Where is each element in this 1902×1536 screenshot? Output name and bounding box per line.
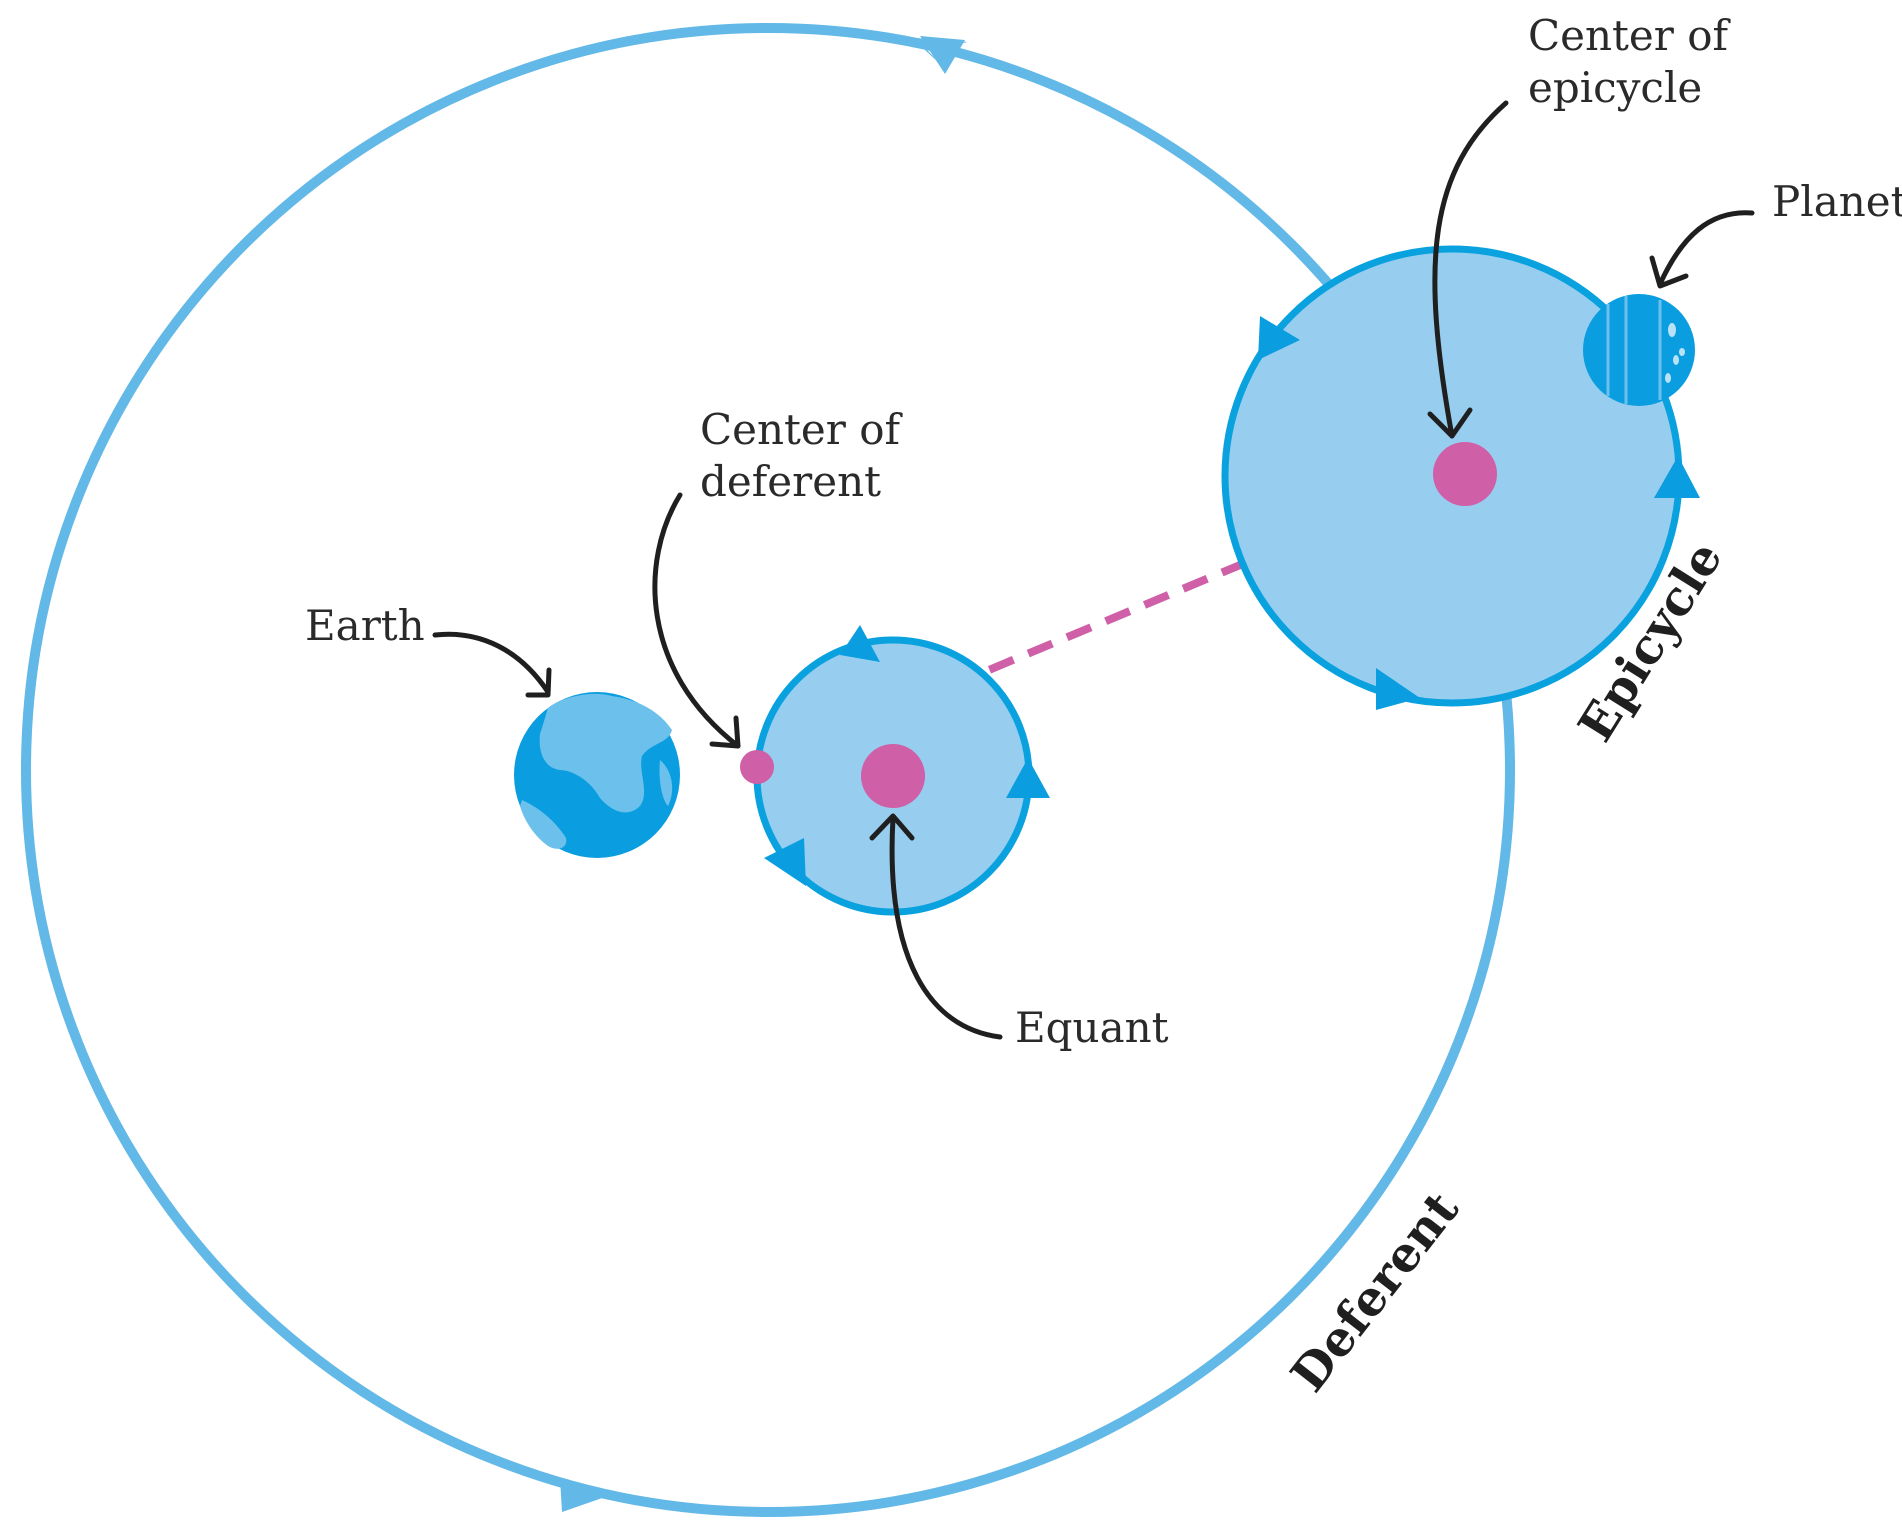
planet-icon [1583,294,1695,406]
center-of-epicycle-label-line2: epicycle [1528,63,1702,112]
equant-disc-arrow-right [1006,758,1050,798]
equant-label: Equant [1015,1003,1169,1052]
epicycle-arrow-upper-left [1258,316,1300,360]
epicycle-arrow-bottom [1376,668,1420,710]
earth-pointer-arrow [432,631,552,698]
center-of-deferent-dot [740,750,774,784]
planet-pointer-arrow [1649,210,1755,289]
planet-label: Planet [1772,177,1902,226]
earth-globe-icon [514,692,680,858]
deferent-label: Deferent [1280,1182,1470,1403]
deferent-direction-arrow-bottom [560,1478,608,1512]
center-of-epicycle-label-line1: Center of [1528,11,1731,60]
equant-dot [861,744,925,808]
center-of-deferent-label-line2: deferent [700,457,881,506]
center-of-epicycle-dot [1433,442,1497,506]
center-of-epicycle-pointer-arrow [1427,100,1509,439]
equant-disc-arrow-top [840,625,880,662]
center-of-deferent-pointer-arrow [652,492,741,749]
center-of-deferent-label-line1: Center of [700,405,903,454]
deferent-direction-arrow-top-head [920,36,965,74]
equant-pointer-arrow [869,813,1003,1040]
deferent-circle [21,23,1515,1517]
equant-disc-arrow-bottom-left [764,838,806,886]
epicycle-arrow-right [1654,456,1700,498]
earth-label: Earth [305,601,425,650]
